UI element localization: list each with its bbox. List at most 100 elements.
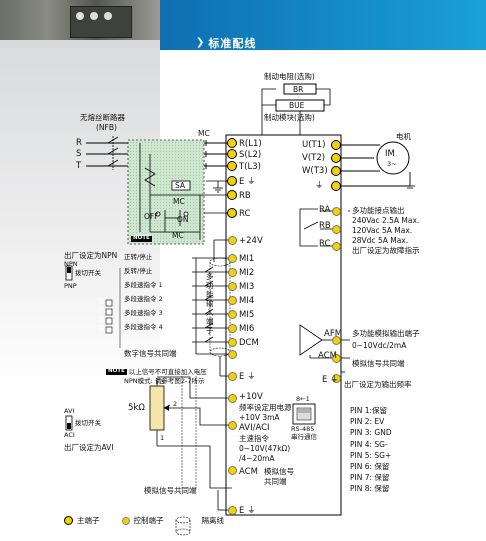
npn-switch-label: 拨切开关 (75, 269, 101, 277)
acm-desc1: 模拟信号 (264, 467, 294, 476)
terminal-acm-label: ACM (239, 467, 258, 477)
terminal-dot (331, 224, 341, 234)
terminal-dot (227, 309, 237, 319)
off-label: OFF (144, 212, 159, 221)
terminal-dot (227, 295, 237, 305)
pin-item: PIN 3: GND (350, 428, 392, 438)
relay-desc4: 28Vdc 5A Max. (352, 236, 409, 245)
afm-desc2: 0~10Vdc/2mA (352, 341, 407, 350)
pin-item: PIN 7: 保留 (350, 473, 390, 483)
rs485-label2: 串行通信 (291, 433, 317, 441)
main-terminal-icon (64, 516, 73, 525)
npn-note-line2: NPN模式: 请参考图2-7所示 (124, 377, 205, 385)
mi-function-label: 多段速指令 2 (124, 295, 163, 303)
motor-ground-icon: ⏚ (315, 181, 324, 191)
motor-title: 电机 (396, 132, 411, 141)
mi-function-label: 多段速指令 1 (124, 281, 163, 289)
motor-circle (376, 141, 410, 175)
relay-desc3: 120Vac 5A Max. (352, 226, 413, 235)
pot-pin3: 3 (160, 378, 165, 386)
terminal-dot (227, 505, 237, 515)
terminal-dot (227, 323, 237, 333)
nfb-title: 无熔丝断路器 (80, 113, 125, 122)
relay-ra-label: RA (319, 205, 331, 215)
avi-switch-label: 拨切开关 (75, 419, 101, 427)
pot-value-label: 5kΩ (128, 403, 145, 413)
drive-box (225, 134, 342, 516)
npn-label: NPN (64, 260, 78, 268)
v10-desc2: +10V 3mA (239, 413, 280, 422)
input-note: NOTE (131, 235, 152, 242)
acm-desc2: 共同端 (264, 477, 287, 486)
terminal-avi-aci-label: AVI/ACI (239, 423, 270, 433)
terminal-dot (331, 353, 341, 363)
terminal-dot (331, 153, 341, 163)
terminal-mi6-label: MI6 (239, 324, 255, 334)
motor-im: IM (385, 149, 395, 159)
legend-main-label: 主端子 (77, 515, 100, 525)
terminal-dot (227, 138, 237, 148)
terminal-rc-label: RC (239, 209, 251, 219)
mc2-label: MC (173, 197, 185, 206)
legend-control-label: 控制端子 (133, 515, 164, 525)
terminal-mi2-label: MI2 (239, 268, 255, 278)
avi-label: AVI (64, 407, 75, 415)
terminal-mi4-label: MI4 (239, 296, 255, 306)
terminal-dot (331, 181, 341, 191)
legend: 主端子 控制端子 隔离线 (64, 516, 224, 525)
product-photo (0, 0, 160, 40)
terminal-dcm-label: DCM (239, 338, 259, 348)
afm-desc4: 出厂设定为输出频率 (344, 380, 412, 389)
terminal-dot (227, 190, 237, 200)
relay-desc2: 240Vac 2.5A Max. (352, 216, 420, 225)
potentiometer (149, 385, 165, 431)
pin-item: PIN 4: SG- (350, 439, 388, 449)
terminal-dot (227, 176, 237, 186)
mi-function-label: 多段速指令 3 (124, 309, 163, 317)
terminal-e-label: E ⏚ (239, 177, 256, 187)
terminal-dot (227, 465, 237, 475)
avi-desc3: /4~20mA (239, 454, 275, 463)
terminal-24v-label: +24V (239, 236, 263, 246)
rs485-label1: RS-485 (291, 425, 315, 433)
pin-item: PIN 1:保留 (350, 406, 388, 415)
pin-item: PIN 8: 保留 (350, 484, 390, 494)
afm-desc1: 多功能模拟输出端子 (352, 329, 420, 338)
terminal-mi1-label: MI1 (239, 254, 255, 264)
rs485-pins-top: 8←1 (296, 395, 310, 403)
br-label: BR (293, 85, 304, 94)
afm-acm-label: ACM (318, 351, 337, 361)
terminal-dot (227, 337, 237, 347)
legend-shield-label: 隔离线 (201, 515, 225, 525)
terminal-10v-label: +10V (239, 392, 263, 402)
afm-desc3: 模拟信号共同端 (352, 359, 405, 368)
sa-label: SA (175, 181, 186, 190)
avi-factory-label: 出厂设定为AVI (64, 443, 114, 452)
npn-factory-label: 出厂设定为NPN (64, 251, 118, 260)
aci-label: ACI (64, 431, 75, 439)
terminal-dot (227, 371, 237, 381)
relay-desc1: 多功能接点输出 (352, 206, 405, 215)
brake-resistor-label: 制动电阻(选购) (264, 72, 315, 81)
terminal-dot (227, 267, 237, 277)
terminal-sl2-label: S(L2) (239, 150, 262, 160)
terminal-dot (227, 208, 237, 218)
terminal-dot (227, 149, 237, 159)
mc3-label: MC (172, 231, 184, 240)
terminal-dot (227, 253, 237, 263)
factory-boxes-label: 出厂设定 (98, 297, 105, 332)
pin-item: PIN 6: 保留 (350, 462, 390, 472)
terminal-v-label: V(T2) (302, 153, 326, 163)
control-terminal-icon (121, 516, 130, 525)
mi-function-label: 正转/停止 (124, 253, 153, 261)
terminal-mi3-label: MI3 (239, 282, 255, 292)
arrow-icon: ❯ (196, 37, 205, 48)
terminal-dot (331, 373, 341, 383)
pnp-label: PNP (64, 282, 77, 290)
pin-item: PIN 5: SG+ (350, 450, 392, 460)
nfb-breaker (107, 136, 119, 170)
afm-label: AFM (324, 329, 343, 339)
mi-function-label: 反转/停止 (124, 267, 153, 275)
on-label: ON (177, 215, 189, 224)
